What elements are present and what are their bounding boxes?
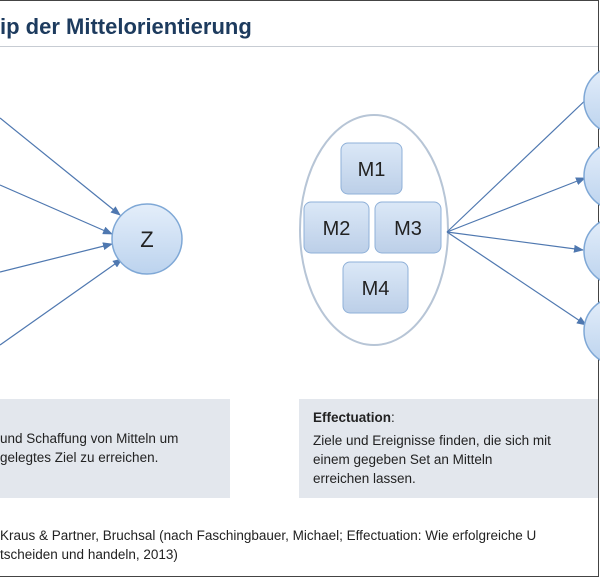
causation-text-line1: und Schaffung von Mitteln um bbox=[0, 431, 179, 446]
arrow bbox=[446, 177, 586, 233]
goal-node-right bbox=[583, 146, 600, 206]
svg-text:M1: M1 bbox=[358, 159, 386, 181]
means-node-m1: M1 bbox=[340, 142, 403, 195]
means-node-m3: M3 bbox=[374, 201, 442, 254]
arrow bbox=[0, 117, 121, 216]
effectuation-arrows bbox=[446, 92, 594, 326]
means-node-m2: M2 bbox=[303, 201, 370, 254]
goal-label: Z bbox=[140, 227, 153, 252]
arrow bbox=[446, 231, 587, 326]
title-divider bbox=[0, 46, 598, 47]
svg-text:M2: M2 bbox=[323, 218, 351, 240]
means-set-ellipse bbox=[299, 114, 449, 346]
effectuation-heading-colon: : bbox=[391, 410, 395, 425]
goal-node-right bbox=[583, 301, 600, 361]
arrow bbox=[0, 258, 123, 346]
causation-text-line2: gelegtes Ziel zu erreichen. bbox=[0, 450, 159, 465]
effectuation-text-line2: einem gegeben Set an Mitteln bbox=[313, 452, 493, 467]
effectuation-text-line3: erreichen lassen. bbox=[313, 471, 416, 486]
goal-node-right bbox=[583, 221, 600, 281]
svg-text:M4: M4 bbox=[362, 278, 390, 300]
goal-node-right bbox=[583, 70, 600, 130]
diagram: Z M1 M2 M3 M4 bbox=[0, 70, 600, 361]
goal-nodes-right bbox=[583, 70, 600, 361]
effectuation-text-line1: Ziele und Ereignisse finden, die sich mi… bbox=[313, 433, 551, 448]
causation-arrows bbox=[0, 117, 123, 346]
arrow bbox=[0, 184, 113, 235]
goal-node: Z bbox=[111, 203, 183, 275]
effectuation-heading: Effectuation bbox=[313, 410, 392, 425]
svg-text:M3: M3 bbox=[394, 218, 422, 240]
means-node-m4: M4 bbox=[342, 261, 409, 314]
arrow bbox=[446, 231, 584, 253]
source-citation: Kraus & Partner, Bruchsal (nach Fasching… bbox=[0, 526, 536, 564]
slide-title: ip der Mittelorientierung bbox=[0, 14, 252, 39]
causation-description-box: und Schaffung von Mitteln um gelegtes Zi… bbox=[0, 399, 230, 498]
source-line1: Kraus & Partner, Bruchsal (nach Fasching… bbox=[0, 528, 537, 543]
source-line2: tscheiden und handeln, 2013) bbox=[0, 547, 178, 562]
means-nodes: M1 M2 M3 M4 bbox=[303, 142, 442, 314]
arrow bbox=[0, 242, 113, 273]
effectuation-description-box: Effectuation: Ziele und Ereignisse finde… bbox=[299, 399, 598, 498]
arrow bbox=[446, 92, 594, 233]
